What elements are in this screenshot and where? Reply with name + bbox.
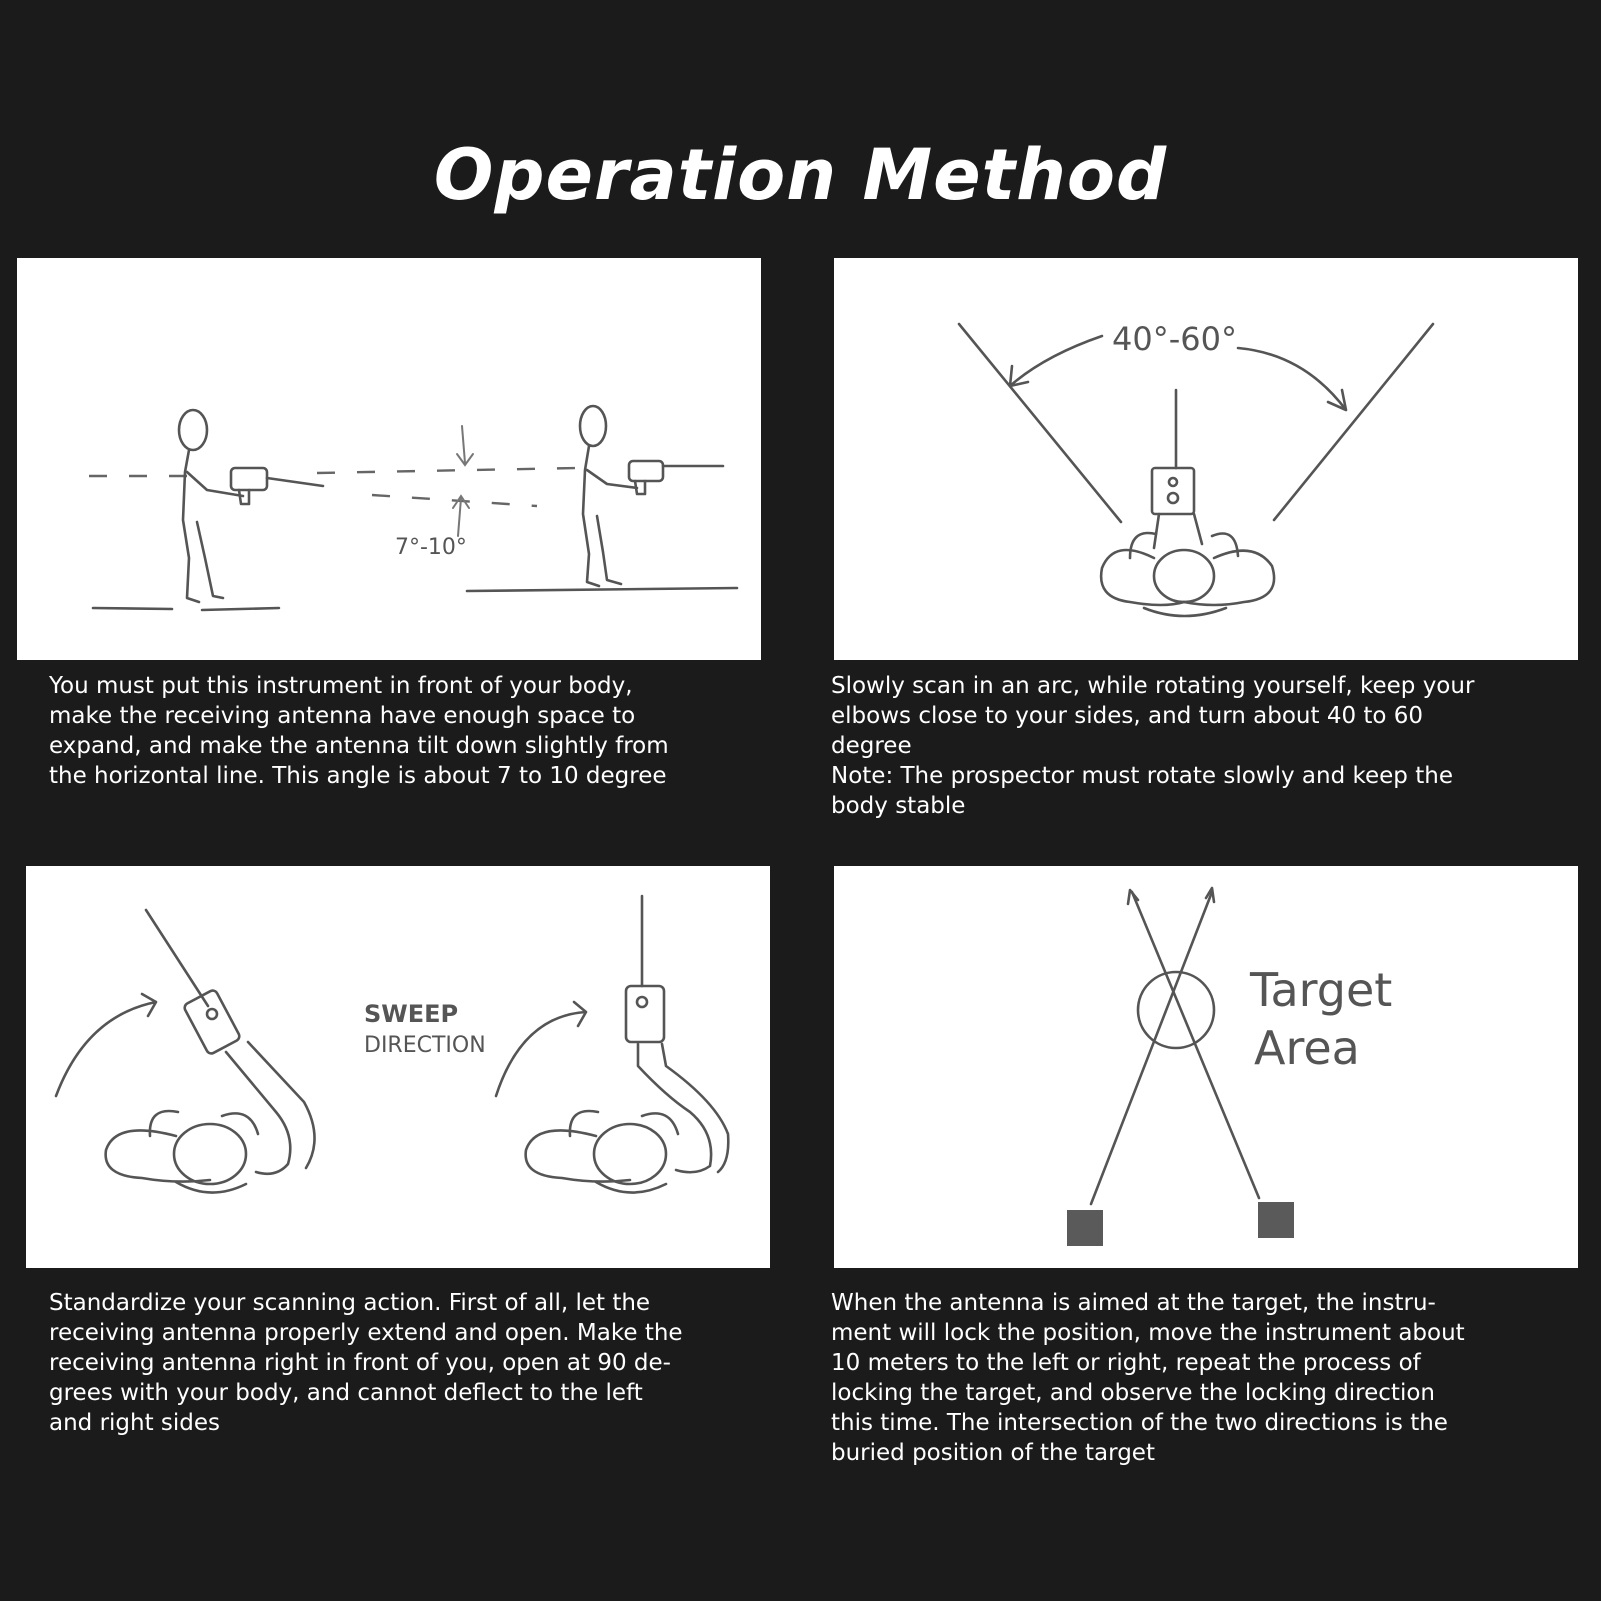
page-title: Operation Method bbox=[433, 134, 1168, 216]
first-position-marker bbox=[1067, 1210, 1103, 1246]
caption-line: Standardize your scanning action. First … bbox=[49, 1290, 651, 1316]
turn-angle-label: 40°-60° bbox=[1112, 320, 1237, 358]
caption-line: expand, and make the antenna tilt down s… bbox=[49, 733, 669, 759]
caption-line: this time. The intersection of the two d… bbox=[831, 1410, 1448, 1436]
caption-line: receiving antenna right in front of you,… bbox=[49, 1350, 671, 1376]
caption-line: body stable bbox=[831, 793, 966, 819]
caption-line: the horizontal line. This angle is about… bbox=[49, 763, 667, 789]
tilt-angle-label: 7°-10° bbox=[395, 535, 467, 560]
caption-line: grees with your body, and cannot deflect… bbox=[49, 1380, 643, 1406]
second-position-marker bbox=[1258, 1202, 1294, 1238]
step-1-caption: You must put this instrument in front of… bbox=[49, 671, 669, 791]
target-intersection-sketch: Target Area bbox=[1067, 886, 1392, 1246]
caption-line: You must put this instrument in front of… bbox=[49, 673, 633, 699]
caption-line: 10 meters to the left or right, repeat t… bbox=[831, 1350, 1421, 1376]
caption-line: locking the target, and observe the lock… bbox=[831, 1380, 1435, 1406]
caption-line: receiving antenna properly extend and op… bbox=[49, 1320, 683, 1346]
arc-scan-sketch: 40°-60° bbox=[957, 320, 1435, 618]
caption-line: elbows close to your sides, and turn abo… bbox=[831, 703, 1424, 729]
target-label-line2: Area bbox=[1254, 1021, 1360, 1075]
target-label-line1: Target bbox=[1249, 963, 1392, 1017]
caption-line: ment will lock the position, move the in… bbox=[831, 1320, 1465, 1346]
caption-line: Note: The prospector must rotate slowly … bbox=[831, 763, 1453, 789]
caption-line: and right sides bbox=[49, 1410, 221, 1436]
standing-tilt-sketch: 7°-10° bbox=[89, 404, 739, 612]
step-4-illustration: Target Area bbox=[834, 866, 1578, 1268]
caption-line: buried position of the target bbox=[831, 1440, 1155, 1466]
caption-line: make the receiving antenna have enough s… bbox=[49, 703, 636, 729]
sweep-label-line1: SWEEP bbox=[364, 1000, 458, 1028]
step-3-illustration: SWEEP DIRECTION bbox=[26, 866, 770, 1268]
caption-line: Slowly scan in an arc, while rotating yo… bbox=[831, 673, 1475, 699]
step-1-illustration: 7°-10° bbox=[17, 258, 761, 660]
sweep-label-line2: DIRECTION bbox=[364, 1033, 486, 1058]
step-2-illustration: 40°-60° bbox=[834, 258, 1578, 660]
sweep-direction-sketch: SWEEP DIRECTION bbox=[54, 894, 730, 1194]
step-4-caption: When the antenna is aimed at the target,… bbox=[831, 1288, 1465, 1468]
step-3-caption: Standardize your scanning action. First … bbox=[49, 1288, 683, 1438]
caption-line: degree bbox=[831, 733, 912, 759]
step-2-caption: Slowly scan in an arc, while rotating yo… bbox=[831, 671, 1474, 821]
caption-line: When the antenna is aimed at the target,… bbox=[831, 1290, 1436, 1316]
